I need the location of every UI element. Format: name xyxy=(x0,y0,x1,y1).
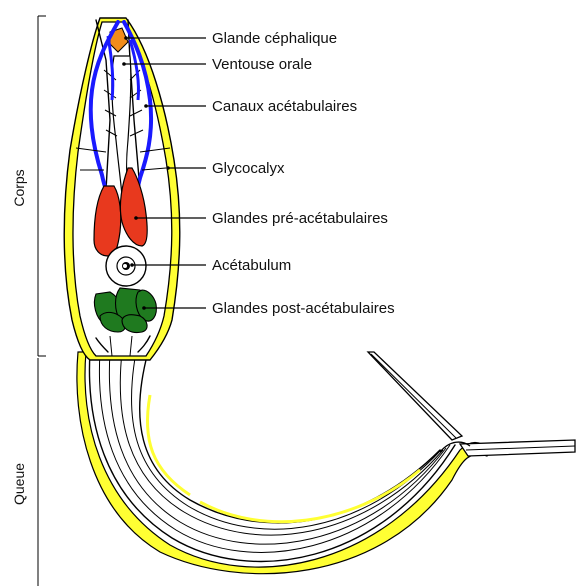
tail xyxy=(77,352,575,574)
post-acetabular-glands xyxy=(94,288,156,333)
section-label-corps: Corps xyxy=(11,169,27,206)
label-canaux-acetabulaires: Canaux acétabulaires xyxy=(212,98,357,115)
body-bracket xyxy=(38,16,46,356)
label-glandes-post-acetabulaires: Glandes post-acétabulaires xyxy=(212,300,395,317)
label-glandes-pre-acetabulaires: Glandes pré-acétabulaires xyxy=(212,210,388,227)
label-glycocalyx: Glycocalyx xyxy=(212,160,285,177)
label-ventouse-orale: Ventouse orale xyxy=(212,56,312,73)
body xyxy=(64,18,180,360)
section-label-queue: Queue xyxy=(11,463,27,505)
label-glande-cephalique: Glande céphalique xyxy=(212,30,337,47)
label-acetabulum: Acétabulum xyxy=(212,257,291,274)
